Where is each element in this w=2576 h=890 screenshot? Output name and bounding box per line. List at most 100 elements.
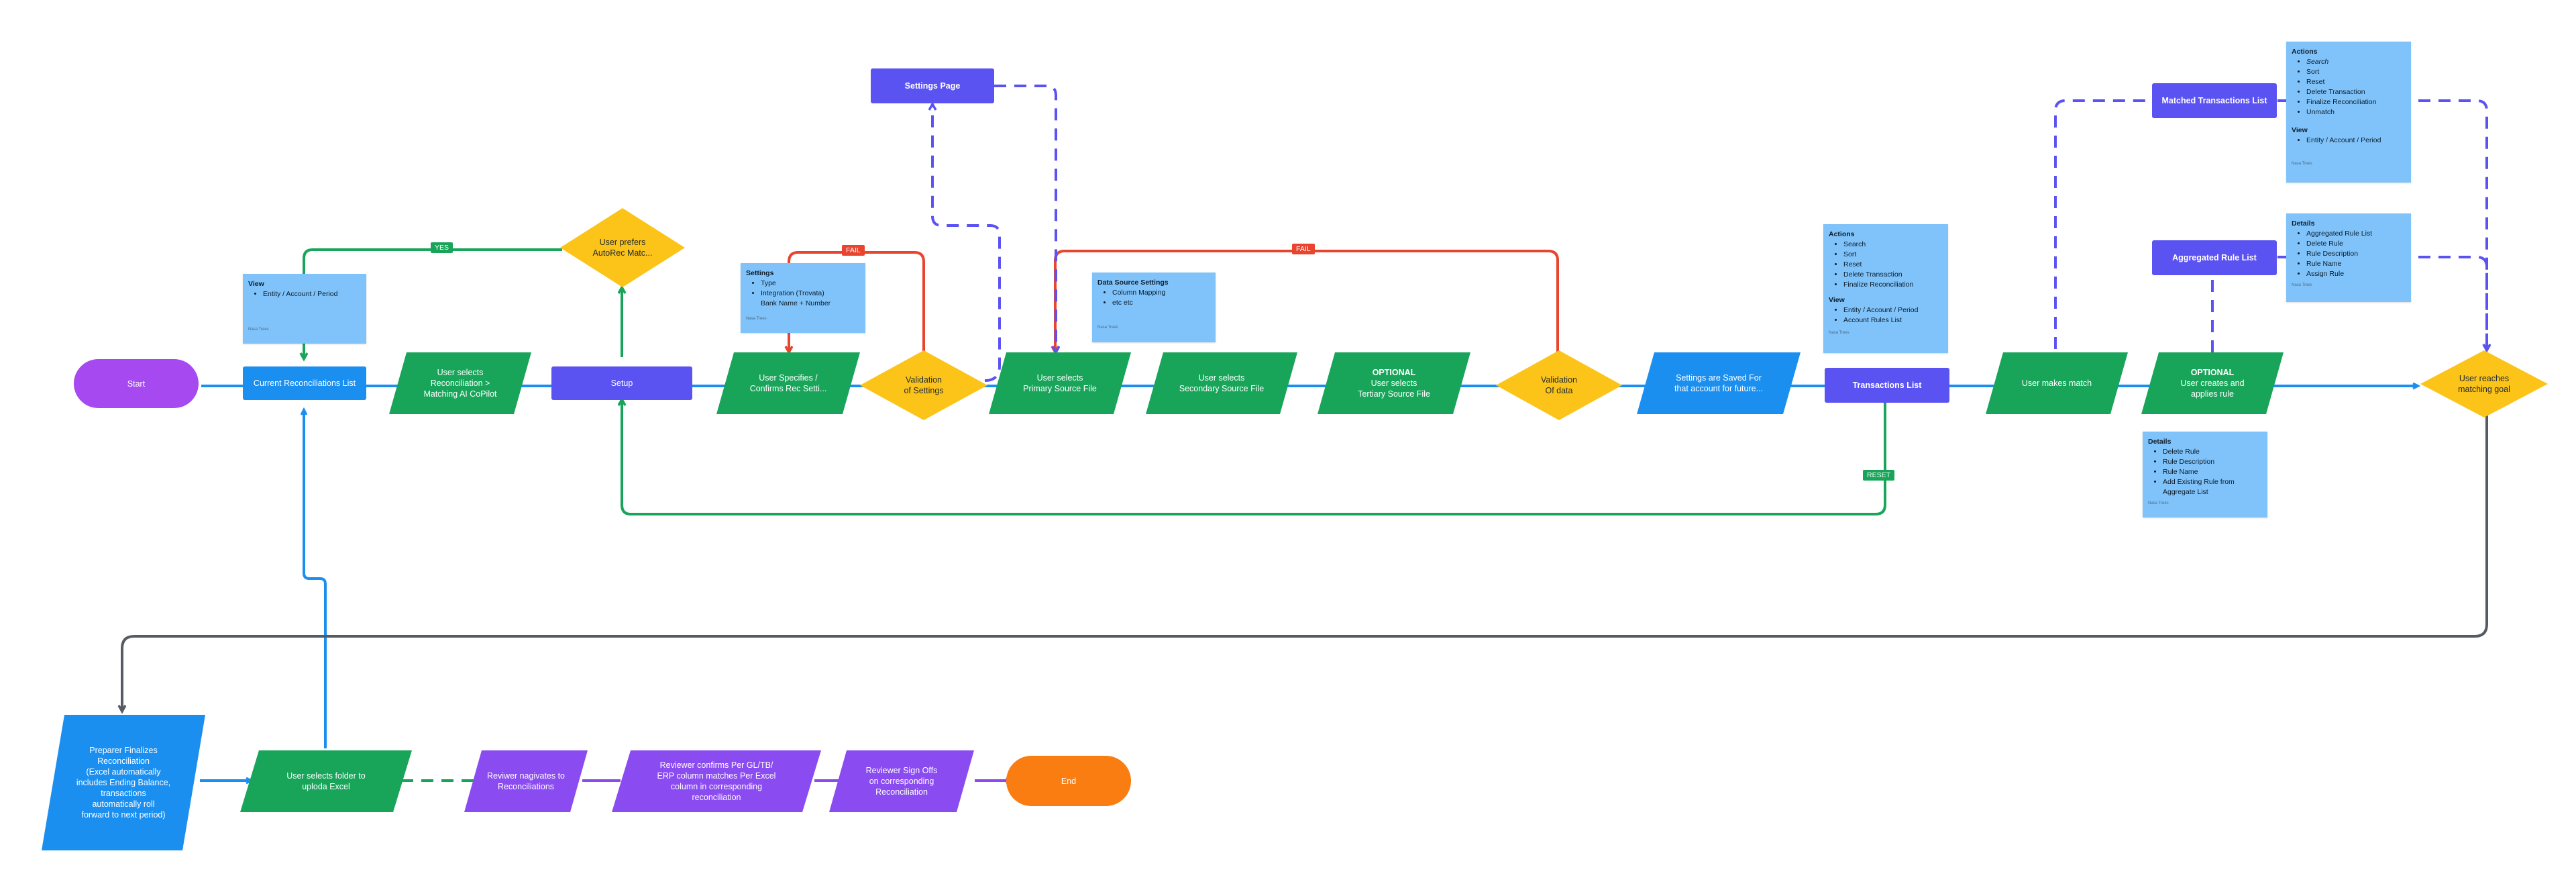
match-to-matched-dashed <box>2054 99 2152 349</box>
view-note: View Entity / Account / Period Nasa Tree… <box>243 274 366 344</box>
end-node[interactable]: End <box>1006 756 1131 806</box>
reviewer-confirms-node[interactable]: Reviewer confirms Per GL/TB/ ERP column … <box>612 750 821 812</box>
tertiary-text: User selects Tertiary Source File <box>1358 379 1430 399</box>
specifies-settings-label: User Specifies / Confirms Rec Setti... <box>749 373 827 393</box>
matched-note-item: Reset <box>2306 77 2406 87</box>
transactions-note: Actions Search Sort Reset Delete Transac… <box>1823 224 1948 353</box>
matched-note-item: Unmatch <box>2306 107 2406 117</box>
aggregated-to-goal-dashed <box>2277 256 2487 350</box>
matched-note-item: Delete Transaction <box>2306 87 2406 97</box>
settings-saved-label: Settings are Saved For that account for … <box>1674 373 1764 393</box>
preparer-finalizes-label: Preparer Finalizes Reconciliation (Excel… <box>76 746 171 820</box>
upload-to-list-line <box>304 409 327 748</box>
current-reconciliations-list-node[interactable]: Current Reconciliations List <box>243 366 366 400</box>
matched-note-title-2: View <box>2292 126 2308 134</box>
transactions-note-item: Search <box>1843 240 1943 250</box>
parallelogram-shape <box>716 352 860 414</box>
selects-reconciliation-label: User selects Reconciliation > Matching A… <box>423 368 497 399</box>
matched-note-item: Entity / Account / Period <box>2306 136 2406 146</box>
validation-settings-label: Validation of Settings <box>904 375 944 395</box>
settings-page-node[interactable]: Settings Page <box>871 68 994 103</box>
tertiary-source-node[interactable]: OPTIONAL User selects Tertiary Source Fil… <box>1318 352 1470 414</box>
matched-note-item: Search <box>2306 57 2406 67</box>
setup-label: Setup <box>610 379 633 388</box>
settings-note-item: Type <box>761 279 860 289</box>
parallelogram-shape <box>42 715 205 850</box>
matched-note: Actions Search Sort Reset Delete Transac… <box>2286 42 2411 183</box>
settings-note-footer: Nasa Trees <box>746 317 767 321</box>
creates-rule-label: OPTIONAL User creates and applies rule <box>2176 367 2248 399</box>
aggregated-note-item: Aggregated Rule List <box>2306 229 2406 239</box>
aggregated-note-item: Rule Description <box>2306 249 2406 259</box>
selects-folder-label: User selects folder to uploda Excel <box>286 771 366 791</box>
aggregated-list-label: Aggregated Rule List <box>2172 253 2257 262</box>
matched-list-label: Matched Transactions List <box>2161 96 2267 105</box>
view-note-item: Entity / Account / Period <box>263 289 361 299</box>
fail-label-2: FAIL <box>1292 244 1315 254</box>
reviewer-confirms-label: Reviewer confirms Per GL/TB/ ERP column … <box>657 760 776 802</box>
transactions-note-title: Actions <box>1829 230 1855 238</box>
transactions-note-title-2: View <box>1829 296 1845 304</box>
aggregated-rule-list-node[interactable]: Aggregated Rule List <box>2152 240 2277 275</box>
aggregated-note-item: Delete Rule <box>2306 239 2406 249</box>
parallelogram-shape <box>829 750 974 812</box>
settings-to-primary-dashed <box>994 85 1056 352</box>
data-source-note-footer: Nasa Trees <box>1097 326 1118 330</box>
aggregated-note: Details Aggregated Rule List Delete Rule… <box>2286 213 2411 302</box>
aggregated-note-item: Rule Name <box>2306 259 2406 269</box>
diamond-shape <box>1496 350 1622 420</box>
secondary-source-node[interactable]: User selects Secondary Source File <box>1146 352 1297 414</box>
autorec-decision-node[interactable]: User prefers AutoRec Matc... <box>560 208 685 287</box>
transactions-note-item: Sort <box>1843 250 1943 260</box>
settings-note: Settings Type Integration (Trovata) Bank… <box>741 263 865 333</box>
transactions-note-item: Account Rules List <box>1843 315 1943 326</box>
transactions-note-item: Finalize Reconciliation <box>1843 280 1943 290</box>
parallelogram-shape <box>2141 352 2284 414</box>
settings-note-extra: Bank Name + Number <box>761 299 831 307</box>
aggregated-note-footer: Nasa Trees <box>2292 283 2312 287</box>
tertiary-optional-label: OPTIONAL <box>1372 368 1416 377</box>
creates-rule-node[interactable]: OPTIONAL User creates and applies rule <box>2141 352 2284 414</box>
reaches-goal-node[interactable]: User reaches matching goal <box>2420 350 2548 417</box>
matched-transactions-list-node[interactable]: Matched Transactions List <box>2152 83 2277 118</box>
validation-settings-node[interactable]: Validation of Settings <box>860 350 987 420</box>
rule-note-item: Rule Description <box>2163 457 2262 467</box>
parallelogram-shape <box>1146 352 1297 414</box>
start-node[interactable]: Start <box>74 359 199 408</box>
parallelogram-shape <box>1986 352 2128 414</box>
validation-data-node[interactable]: Validation Of data <box>1496 350 1622 420</box>
selects-reconciliation-node[interactable]: User selects Reconciliation > Matching A… <box>389 352 531 414</box>
settings-note-title: Settings <box>746 269 774 277</box>
specifies-settings-node[interactable]: User Specifies / Confirms Rec Setti... <box>716 352 860 414</box>
return-line <box>122 415 2488 711</box>
makes-match-label: User makes match <box>2021 379 2092 388</box>
diamond-shape <box>2420 350 2548 417</box>
parallelogram-shape <box>389 352 531 414</box>
reviewer-signs-node[interactable]: Reviewer Sign Offs on corresponding Reco… <box>829 750 974 812</box>
rule-note-item: Delete Rule <box>2163 447 2262 457</box>
reviewer-navigates-node[interactable]: Reviwer nagivates to Reconciliations <box>464 750 588 812</box>
parallelogram-shape <box>612 750 821 812</box>
reviewer-signs-label: Reviewer Sign Offs on corresponding Reco… <box>865 766 938 797</box>
parallelogram-shape <box>240 750 412 812</box>
creates-rule-text: User creates and applies rule <box>2180 379 2245 399</box>
matched-note-title: Actions <box>2292 48 2318 56</box>
primary-source-node[interactable]: User selects Primary Source File <box>989 352 1131 414</box>
yes-label: YES <box>431 242 453 253</box>
selects-folder-node[interactable]: User selects folder to uploda Excel <box>240 750 412 812</box>
matched-note-item: Finalize Reconciliation <box>2306 97 2406 107</box>
aggregated-note-title: Details <box>2292 219 2315 228</box>
preparer-finalizes-node[interactable]: Preparer Finalizes Reconciliation (Excel… <box>42 715 205 850</box>
tertiary-source-label: OPTIONAL User selects Tertiary Source Fil… <box>1354 367 1434 399</box>
rule-optional-label: OPTIONAL <box>2190 368 2235 377</box>
end-label: End <box>1061 776 1077 786</box>
settings-saved-node[interactable]: Settings are Saved For that account for … <box>1637 352 1801 414</box>
transactions-note-item: Reset <box>1843 260 1943 270</box>
makes-match-node[interactable]: User makes match <box>1986 352 2128 414</box>
data-source-note: Data Source Settings Column Mapping etc … <box>1092 273 1216 342</box>
matched-note-item: Sort <box>2306 67 2406 77</box>
setup-node[interactable]: Setup <box>551 366 692 400</box>
current-list-label: Current Reconciliations List <box>253 379 356 388</box>
transactions-list-node[interactable]: Transactions List <box>1825 368 1949 403</box>
